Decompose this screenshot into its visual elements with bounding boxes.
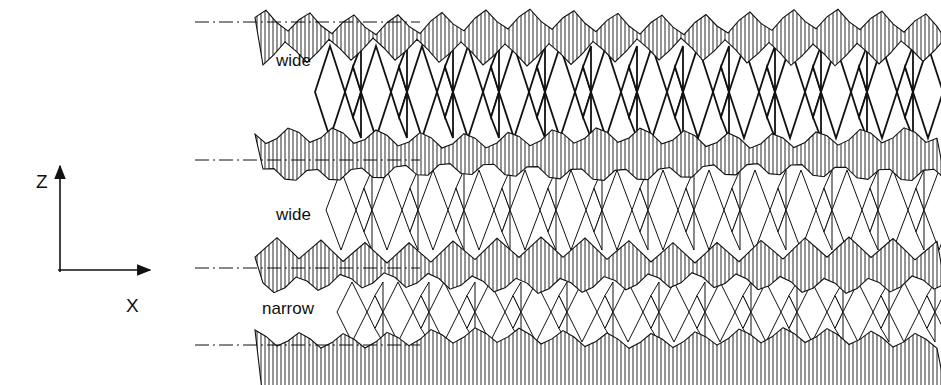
rhombus-tile <box>445 92 453 138</box>
axis-label: Z <box>36 172 48 191</box>
rhombus-tile <box>559 282 567 312</box>
rhombus-tile <box>683 46 713 138</box>
rhombus-tile <box>361 46 391 138</box>
rhombus-tile <box>418 170 448 250</box>
rhombus-tile <box>743 282 751 312</box>
rhombus-tile <box>456 170 464 210</box>
layer-width-label: wide <box>276 206 311 223</box>
rhombus-tile <box>686 210 694 250</box>
band-ground <box>255 128 941 181</box>
rhombus-tile <box>767 92 775 138</box>
axis-label: X <box>126 296 139 315</box>
rhombus-tile <box>464 170 494 250</box>
rhombus-tile <box>637 46 667 138</box>
rhombus-tile <box>813 92 821 138</box>
rhombus-tile <box>407 46 437 138</box>
rhombus-tile <box>556 170 586 250</box>
rhombus-tile <box>778 210 786 250</box>
rhombus-tile <box>813 46 821 92</box>
rhombus-tile <box>315 46 345 138</box>
rhombus-tile <box>605 282 613 312</box>
rhombus-tile <box>740 170 770 250</box>
rhombus-tile <box>651 282 659 312</box>
layer-width-label: wide <box>276 52 311 69</box>
rhombus-tile <box>337 282 367 342</box>
rhombus-tile <box>375 282 383 312</box>
rhombus-tile <box>767 46 775 92</box>
rhombus-tile <box>675 92 683 138</box>
hatched-band <box>255 237 941 293</box>
rhombus-tile <box>513 282 521 312</box>
rhombus-tile <box>659 282 689 342</box>
rhombus-tile <box>491 92 499 138</box>
rhombus-tile <box>675 46 683 92</box>
rhombus-tile <box>721 92 729 138</box>
rhombus-tile <box>697 282 705 312</box>
rhombus-tile <box>640 210 648 250</box>
rhombus-tile <box>629 46 637 92</box>
rhombus-tile <box>870 210 878 250</box>
rhombus-tile <box>778 170 786 210</box>
rhombus-tile <box>410 170 418 210</box>
rhombus-tile <box>583 46 591 92</box>
rhombus-tile <box>732 210 740 250</box>
rhombus-tile <box>372 170 402 250</box>
rhombus-tile <box>913 46 941 138</box>
rhombus-tile <box>786 170 816 250</box>
rhombus-tile <box>537 92 545 138</box>
rhombus-tile <box>583 92 591 138</box>
rhombus-tile <box>927 312 935 342</box>
rhombus-tile <box>824 210 832 250</box>
rhombus-tile <box>399 92 407 138</box>
rhombus-tile <box>705 282 735 342</box>
rhombus-tile <box>602 170 632 250</box>
rhombus-tile <box>721 46 729 92</box>
rhombus-tile <box>648 170 678 250</box>
rhombus-tile <box>326 170 356 250</box>
rhombus-tile <box>629 92 637 138</box>
rhombus-tile <box>594 210 602 250</box>
band-ground <box>255 9 941 66</box>
rhombus-tile <box>935 282 941 342</box>
rhombus-tile <box>502 170 510 210</box>
rhombus-tile <box>905 46 913 92</box>
hatched-band <box>255 9 941 66</box>
rhombus-tile <box>410 210 418 250</box>
rhombus-tile <box>613 282 643 342</box>
rhombus-tile <box>924 170 941 250</box>
rhombus-tile <box>732 170 740 210</box>
rhombus-tile <box>859 46 867 92</box>
rhombus-tile <box>353 92 361 138</box>
rhombus-tile <box>510 170 540 250</box>
layer-width-label: narrow <box>262 300 314 317</box>
band-ground <box>255 237 941 293</box>
band-ground <box>255 328 941 385</box>
hatched-band <box>255 128 941 181</box>
rhombus-tile <box>421 282 429 312</box>
rhombus-tile <box>832 170 862 250</box>
hatched-band <box>255 328 941 385</box>
rhombus-tile <box>694 170 724 250</box>
rhombus-tile <box>916 210 924 250</box>
rhombus-tile <box>467 282 475 312</box>
